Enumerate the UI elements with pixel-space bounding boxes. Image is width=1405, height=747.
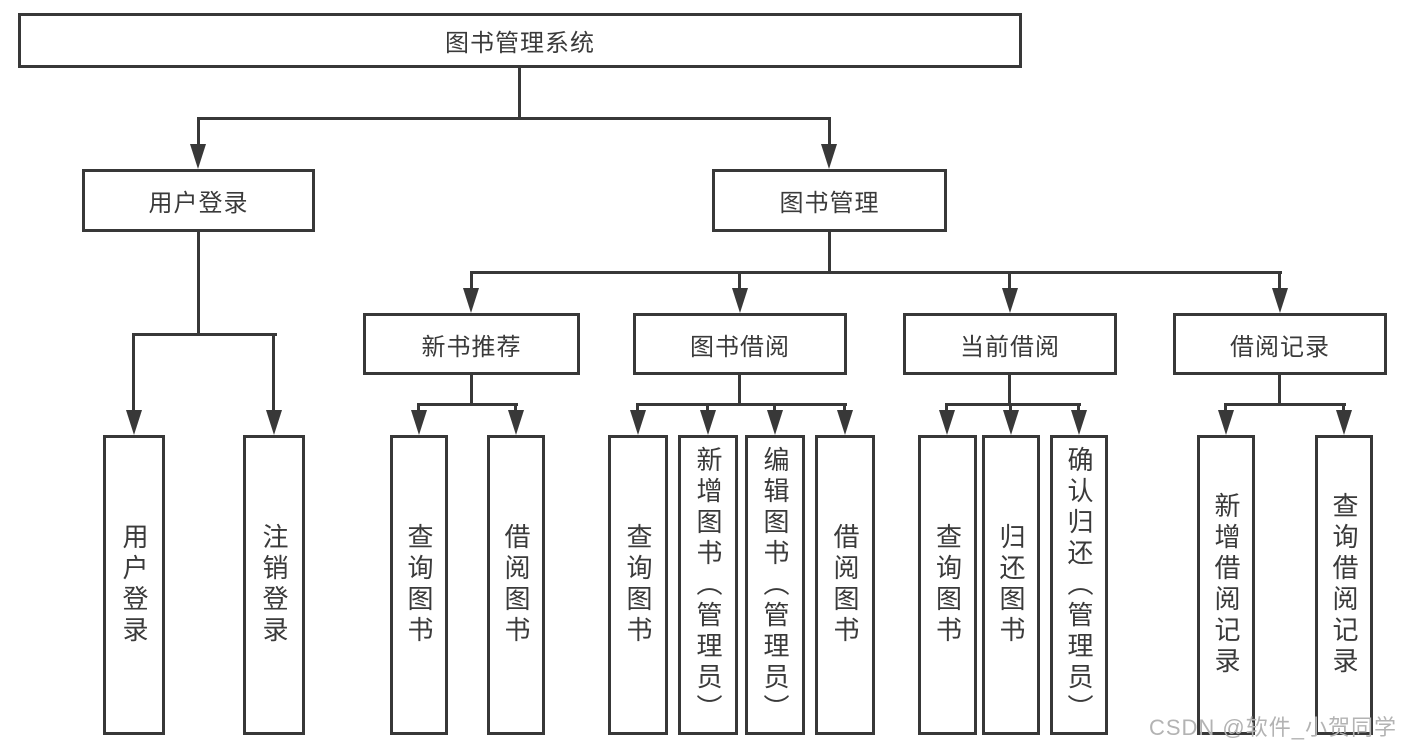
connector-drop-br2 <box>1342 403 1345 415</box>
node-leaf-bb-edit-book-admin: 编辑图书（管理员） <box>745 435 805 735</box>
connector-drop-bb4 <box>843 403 846 415</box>
node-label: 图书管理 <box>779 190 880 217</box>
connector-borrow-stem <box>738 375 741 406</box>
node-leaf-bb-add-book-admin: 新增图书（管理员） <box>678 435 738 735</box>
node-library-system: 图书管理系统 <box>18 13 1022 68</box>
node-leaf-nb-borrow-books: 借阅图书 <box>487 435 545 735</box>
connector-drop-bb3 <box>773 403 776 415</box>
arrowhead-current <box>1002 288 1018 313</box>
node-leaf-br-add-record: 新增借阅记录 <box>1197 435 1255 735</box>
arrowhead-records <box>1272 288 1288 313</box>
connector-drop-br1 <box>1224 403 1227 415</box>
node-label: 查询图书 <box>932 523 963 647</box>
node-label: 用户登录 <box>148 190 249 217</box>
connector-drop-login <box>197 117 200 148</box>
node-new-book-recommendation: 新书推荐 <box>363 313 580 375</box>
connector-root-stem <box>518 68 521 120</box>
node-leaf-cb-confirm-return-admin: 确认归还（管理员） <box>1050 435 1108 735</box>
connector-drop-cb2 <box>1009 403 1012 415</box>
arrowhead-bb4 <box>837 410 853 435</box>
arrowhead-login <box>190 144 206 169</box>
arrowhead-bb2 <box>700 410 716 435</box>
connector-current-bar <box>946 403 1081 406</box>
node-borrowing-records: 借阅记录 <box>1173 313 1387 375</box>
connector-mgmt-stem <box>828 232 831 274</box>
connector-drop-nb2 <box>514 403 517 415</box>
connector-newbook-stem <box>470 375 473 406</box>
connector-mgmt-bar <box>470 271 1282 274</box>
node-leaf-br-query-record: 查询借阅记录 <box>1315 435 1373 735</box>
connector-newbook-bar <box>418 403 518 406</box>
arrowhead-borrow <box>732 288 748 313</box>
connector-drop-nb1 <box>417 403 420 415</box>
arrowhead-nb2 <box>508 410 524 435</box>
node-label: 借阅记录 <box>1230 333 1330 361</box>
connector-drop-current <box>1008 271 1011 291</box>
node-leaf-bb-borrow-books: 借阅图书 <box>815 435 875 735</box>
connector-records-bar <box>1225 403 1346 406</box>
connector-drop-bb2 <box>706 403 709 415</box>
node-label: 借阅图书 <box>830 523 860 647</box>
node-user-login-branch: 用户登录 <box>82 169 315 232</box>
arrowhead-bb3 <box>767 410 783 435</box>
node-leaf-cb-query-books: 查询图书 <box>918 435 977 735</box>
node-leaf-cb-return-books: 归还图书 <box>982 435 1040 735</box>
arrowhead-cb2 <box>1003 410 1019 435</box>
node-label: 图书借阅 <box>690 333 790 361</box>
node-label: 查询图书 <box>404 523 434 647</box>
node-leaf-nb-query-books: 查询图书 <box>390 435 448 735</box>
arrowhead-bb1 <box>630 410 646 435</box>
connector-drop-cb3 <box>1077 403 1080 415</box>
connector-root-bar <box>197 117 831 120</box>
node-label: 确认归还（管理员） <box>1064 445 1094 725</box>
arrowhead-newbook <box>463 288 479 313</box>
connector-drop-records <box>1278 271 1281 291</box>
node-label: 新书推荐 <box>421 333 522 361</box>
arrowhead-br1 <box>1218 410 1234 435</box>
node-label: 图书管理系统 <box>445 30 595 57</box>
connector-login-bar <box>133 333 277 336</box>
node-label: 编辑图书（管理员） <box>760 445 790 725</box>
node-label: 查询借阅记录 <box>1329 492 1359 678</box>
node-current-borrowing: 当前借阅 <box>903 313 1117 375</box>
csdn-watermark: CSDN @软件_小贺同学 <box>1148 715 1397 740</box>
connector-drop-userlogin <box>132 333 135 413</box>
connector-drop-cb1 <box>945 403 948 415</box>
node-leaf-logout: 注销登录 <box>243 435 305 735</box>
arrowhead-userlogin <box>126 410 142 435</box>
connector-records-stem <box>1278 375 1281 406</box>
node-label: 归还图书 <box>996 523 1026 647</box>
connector-borrow-bar <box>637 403 847 406</box>
node-leaf-bb-query-books: 查询图书 <box>608 435 668 735</box>
connector-drop-borrow <box>738 271 741 291</box>
connector-drop-logout <box>272 333 275 413</box>
connector-drop-mgmt <box>828 117 831 148</box>
node-label: 查询图书 <box>623 523 653 647</box>
node-label: 借阅图书 <box>501 523 531 647</box>
node-leaf-user-login: 用户登录 <box>103 435 165 735</box>
node-label: 当前借阅 <box>960 333 1060 361</box>
arrowhead-mgmt <box>821 144 837 169</box>
connector-login-stem <box>197 232 200 336</box>
node-label: 新增图书（管理员） <box>693 445 723 725</box>
node-label: 注销登录 <box>259 523 289 647</box>
node-label: 新增借阅记录 <box>1211 492 1241 678</box>
connector-drop-bb1 <box>636 403 639 415</box>
arrowhead-nb1 <box>411 410 427 435</box>
arrowhead-logout <box>266 410 282 435</box>
connector-current-stem <box>1008 375 1011 406</box>
arrowhead-br2 <box>1336 410 1352 435</box>
connector-drop-newbook <box>470 271 473 291</box>
arrowhead-cb3 <box>1071 410 1087 435</box>
node-book-management-branch: 图书管理 <box>712 169 947 232</box>
node-book-borrowing: 图书借阅 <box>633 313 847 375</box>
arrowhead-cb1 <box>939 410 955 435</box>
node-label: 用户登录 <box>119 523 149 647</box>
